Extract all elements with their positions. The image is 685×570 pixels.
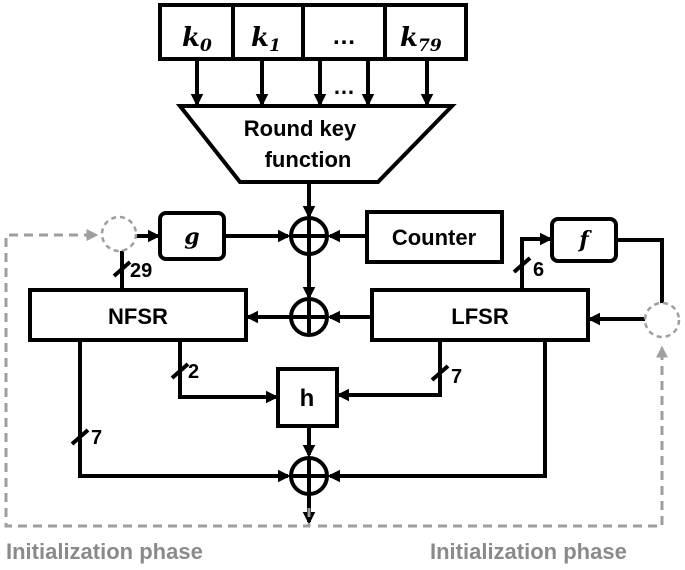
key-cell-ellipsis: … xyxy=(332,23,356,50)
init-tap-right xyxy=(643,301,681,339)
counter-block: Counter xyxy=(365,210,504,264)
bus-width-6: 6 xyxy=(533,259,544,281)
lfsr-label: LFSR xyxy=(451,304,509,329)
arrow-ellipsis: … xyxy=(333,74,355,99)
phase-label-left: Initialization phase xyxy=(6,539,203,564)
h-label: h xyxy=(300,385,315,412)
key-cell-k0: k0 xyxy=(182,23,212,56)
bus-width-7-lfsr: 7 xyxy=(451,366,462,388)
bus-nfsr-to-h: 2 xyxy=(170,340,279,404)
nfsr-label: NFSR xyxy=(108,304,168,329)
round-key-label-line1: Round key xyxy=(244,116,357,141)
bus-lfsr-to-f: 6 xyxy=(512,232,553,290)
xor-middle xyxy=(289,297,329,337)
init-tap-left xyxy=(100,215,138,253)
round-key-function: Round key function xyxy=(175,104,457,184)
bus-width-2: 2 xyxy=(188,361,199,383)
f-label: f xyxy=(577,227,592,253)
g-block: g xyxy=(158,211,226,261)
round-key-label-line2: function xyxy=(265,147,352,172)
nfsr-block: NFSR xyxy=(28,288,248,342)
key-cell-k1: k1 xyxy=(251,23,281,56)
xor-top xyxy=(289,216,329,256)
xor-bottom xyxy=(289,456,329,496)
bus-width-7-nfsr: 7 xyxy=(91,427,102,449)
key-arrows: … xyxy=(190,59,434,107)
phase-label-right: Initialization phase xyxy=(430,539,627,564)
bus-width-29: 29 xyxy=(130,260,152,282)
bus-nfsr-to-output: 7 xyxy=(70,340,291,483)
counter-label: Counter xyxy=(392,225,477,250)
f-block: f xyxy=(550,217,618,263)
init-feedback-right xyxy=(318,301,681,528)
g-label: g xyxy=(184,224,199,250)
key-register: k0 k1 … k79 xyxy=(158,3,468,61)
bus-lfsr-to-h: 7 xyxy=(336,340,462,402)
key-cell-k79: k79 xyxy=(400,23,442,56)
init-feedback-left xyxy=(4,215,311,528)
h-block: h xyxy=(276,367,339,428)
lfsr-block: LFSR xyxy=(370,288,590,342)
